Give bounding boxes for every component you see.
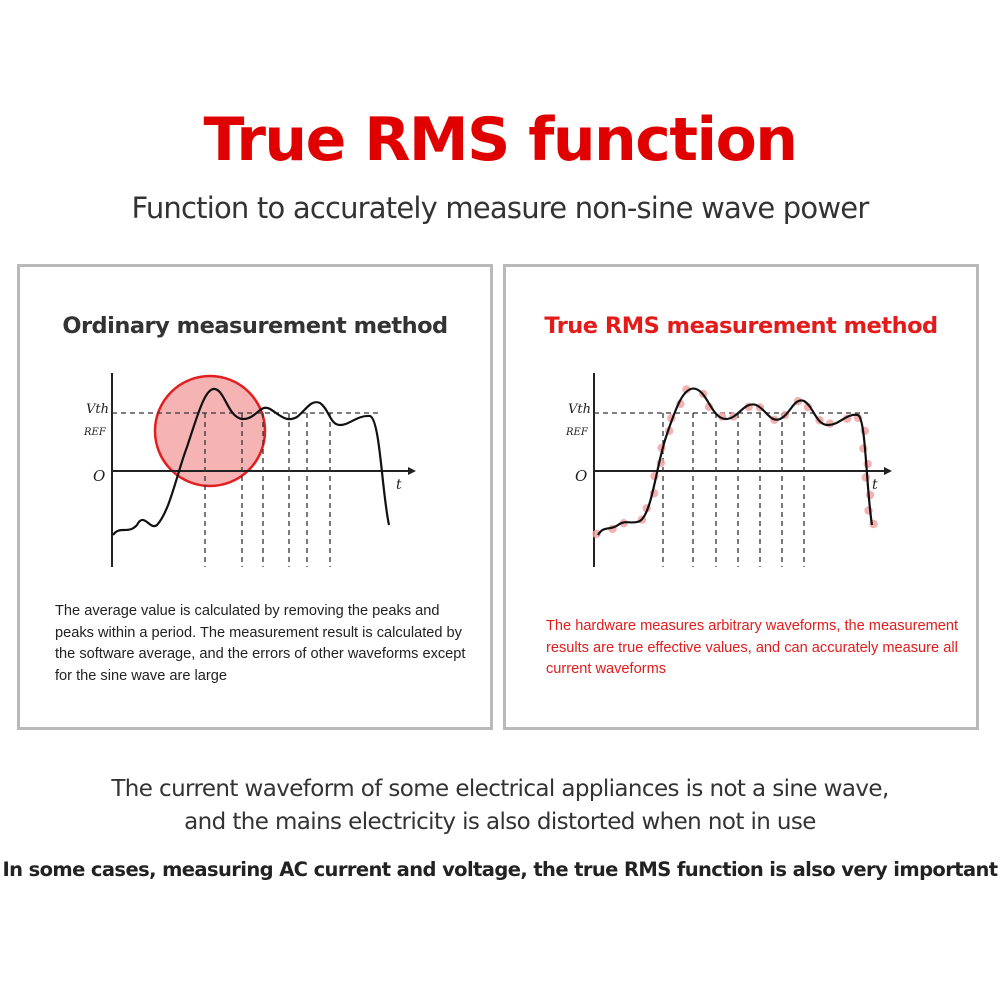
peak-highlight-circle [153,374,267,488]
sample-lines [662,413,805,567]
sample-point [863,459,872,469]
sample-lines [204,413,331,567]
true-rms-waveform-diagram: Vth REF O t [565,373,892,567]
origin-label: O [93,467,105,485]
threshold-label: Vth [86,402,109,417]
true-rms-title: True RMS measurement method [544,313,938,339]
footer-line-3: In some cases, measuring AC current and … [2,858,998,881]
ordinary-method-description: The average value is calculated by remov… [55,603,466,684]
time-axis-label: t [396,477,402,493]
ordinary-method-panel: Ordinary measurement method Vth REF O t … [17,264,493,730]
x-axis-arrow [884,467,892,475]
threshold-label: Vth [568,402,591,417]
sample-point [859,444,868,453]
true-rms-description: The hardware measures arbitrary waveform… [546,618,959,677]
ref-label: REF [83,427,107,438]
ref-label: REF [565,427,589,438]
page-title: True RMS function [203,105,798,175]
sample-point [803,403,813,412]
page-subtitle: Function to accurately measure non-sine … [131,191,870,225]
sample-point [592,529,601,539]
ordinary-method-title: Ordinary measurement method [62,313,448,339]
true-rms-panel: True RMS measurement method Vth REF O t … [503,264,979,730]
origin-label: O [575,467,587,485]
ordinary-waveform-diagram: Vth REF O t [83,373,416,567]
time-axis-label: t [872,477,878,493]
waveform-curve [597,387,874,536]
sample-points [592,385,878,539]
waveform-curve [112,387,391,536]
x-axis-arrow [408,467,416,475]
footer-line-1: The current waveform of some electrical … [111,776,889,802]
sample-point [682,385,691,394]
footer-line-2: and the mains electricity is also distor… [184,809,816,835]
sample-point [861,473,871,482]
